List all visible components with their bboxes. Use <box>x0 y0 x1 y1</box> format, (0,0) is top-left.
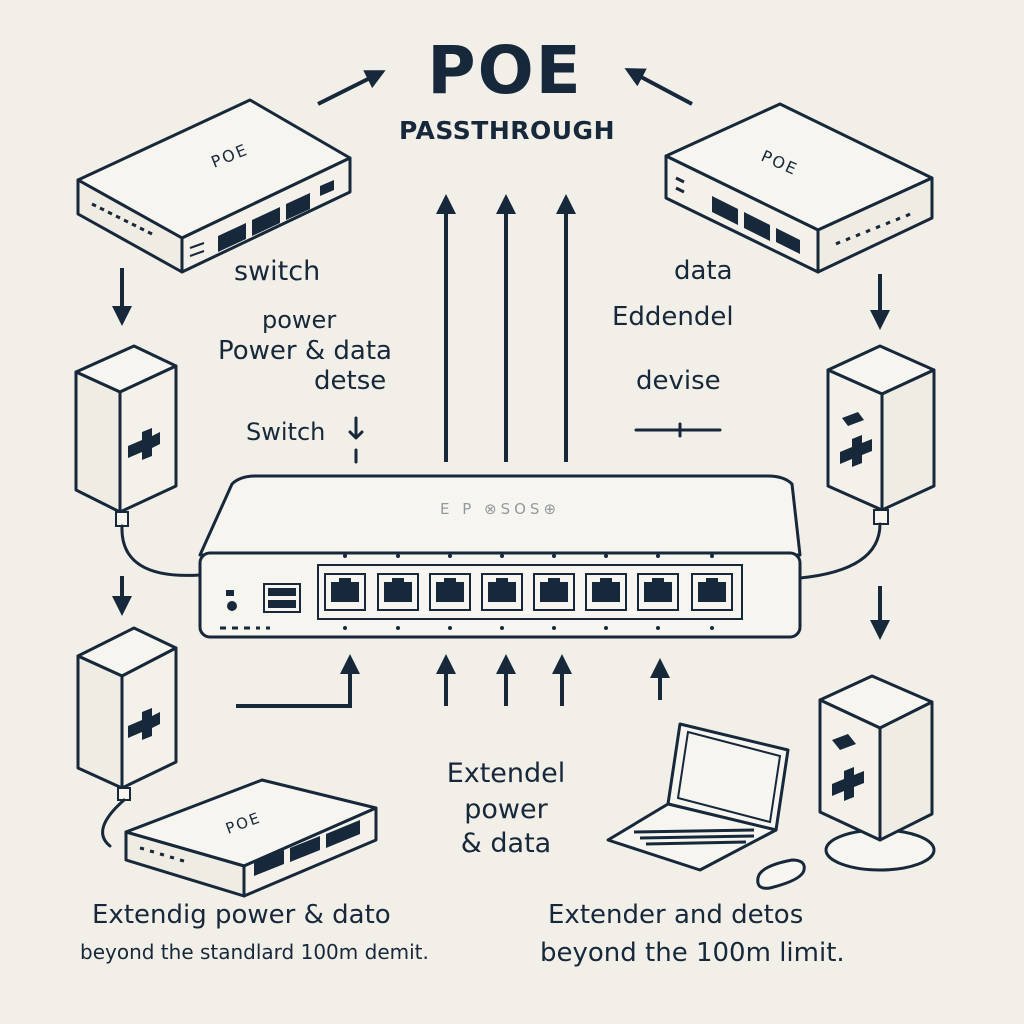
label-extendel: Extendel <box>446 758 566 789</box>
top-left-poe-injector <box>74 344 178 527</box>
top-right-poe-switch <box>664 102 934 274</box>
label-switch-lower: Switch <box>246 418 326 446</box>
diagram-title: POE <box>427 32 583 109</box>
caption-left-line2: beyond the standlard 100m demit. <box>80 940 429 964</box>
label-devise: devise <box>636 366 721 396</box>
label-power-and-data: Power & data <box>218 336 392 366</box>
caption-right-line1: Extender and detos <box>548 900 804 930</box>
center-poe-switch <box>198 474 802 639</box>
caption-right-line2: beyond the 100m limit. <box>540 938 845 968</box>
top-left-poe-switch <box>76 98 352 274</box>
label-detse: detse <box>314 366 387 396</box>
label-data: data <box>674 256 733 286</box>
caption-left-line1: Extendig power & dato <box>92 900 391 930</box>
bottom-right-poe-injector <box>818 674 936 872</box>
mouse <box>756 858 806 890</box>
flow-arrows <box>112 68 890 708</box>
laptop <box>606 722 790 872</box>
label-extendel-power: power <box>464 794 548 825</box>
bottom-left-poe-injector <box>76 626 178 801</box>
label-eddendel: Eddendel <box>612 302 734 332</box>
center-switch-label: E P ⊗SOS⊕ <box>440 500 560 518</box>
label-power: power <box>262 306 337 334</box>
bottom-left-poe-switch <box>124 778 378 898</box>
top-right-poe-injector <box>826 344 936 525</box>
cables <box>101 522 882 848</box>
diagram-subtitle: PASSTHROUGH <box>399 116 615 145</box>
tick-marks <box>348 416 722 464</box>
label-switch-upper: switch <box>234 256 321 287</box>
label-extendel-data: & data <box>460 828 552 859</box>
